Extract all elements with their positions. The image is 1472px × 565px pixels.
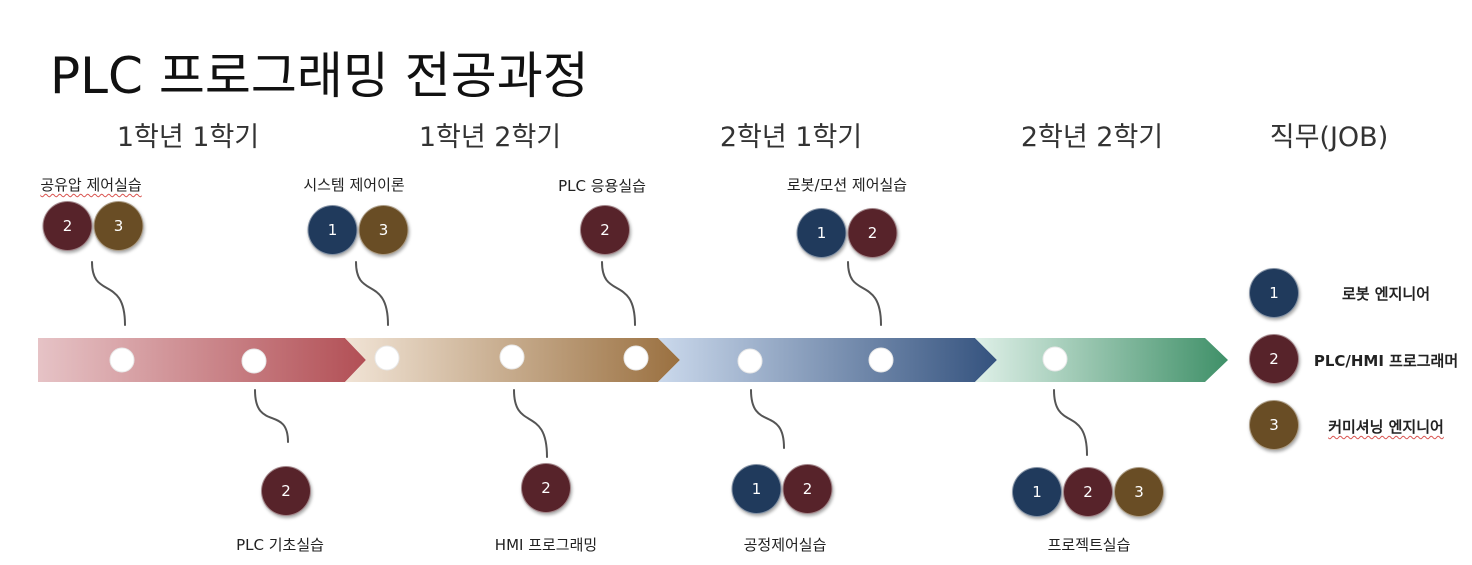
job-badge-3: 3 — [358, 205, 409, 255]
page-title: PLC 프로그래밍 전공과정 — [50, 47, 589, 105]
course-dot — [241, 348, 267, 374]
course-label-system-control: 시스템 제어이론 — [303, 176, 405, 194]
semester-1-2: 1학년 2학기 — [418, 122, 562, 153]
job-header: 직무(JOB) — [1269, 122, 1389, 153]
course-label-plc-applied: PLC 응용실습 — [558, 177, 646, 195]
arrow-segment-1 — [38, 338, 366, 382]
job-badge-1: 1 — [731, 464, 782, 514]
badge-group: 2 — [521, 463, 571, 513]
semester-1-1: 1학년 1학기 — [116, 122, 260, 153]
connector-bottom — [254, 389, 289, 443]
connector-top — [847, 261, 882, 326]
course-dot — [1042, 346, 1068, 372]
job-badge-2: 2 — [521, 463, 571, 513]
job-badge-2: 2 — [1063, 467, 1113, 517]
badge-group: 1 3 — [307, 205, 409, 255]
course-label-pneumatic: 공유압 제어실습 — [40, 176, 142, 194]
course-label-process-control: 공정제어실습 — [743, 536, 827, 554]
course-dot — [868, 347, 894, 373]
course-label-plc-basic: PLC 기초실습 — [236, 536, 324, 554]
legend-label-commissioning-engineer: 커미셔닝 엔지니어 — [1328, 418, 1444, 436]
connector-bottom — [750, 389, 785, 449]
semester-2-1: 2학년 1학기 — [719, 122, 863, 153]
course-dot — [374, 345, 400, 371]
arrow-segment-4 — [975, 338, 1228, 382]
job-badge-2: 2 — [847, 208, 898, 258]
job-badge-2: 2 — [782, 464, 833, 514]
job-badge-2: 2 — [42, 201, 93, 251]
legend-badge-3: 3 — [1249, 400, 1299, 450]
course-dot — [109, 347, 135, 373]
connector-top — [91, 261, 126, 326]
badge-group: 1 2 — [796, 208, 898, 258]
legend-badge-2: 2 — [1249, 334, 1299, 384]
connector-bottom — [513, 389, 548, 458]
course-label-hmi: HMI 프로그래밍 — [494, 536, 598, 554]
job-badge-3: 3 — [93, 201, 144, 251]
legend-badge-1: 1 — [1249, 268, 1299, 318]
job-badge-1: 1 — [307, 205, 358, 255]
connector-top — [601, 261, 636, 326]
course-dot — [737, 348, 763, 374]
badge-group: 1 2 — [731, 464, 833, 514]
badge-group: 1 2 3 — [1012, 467, 1164, 517]
legend-label-plc-hmi-programmer: PLC/HMI 프로그래머 — [1313, 352, 1459, 370]
course-dot — [623, 345, 649, 371]
legend-label-robot-engineer: 로봇 엔지니어 — [1341, 285, 1431, 303]
course-label-robot-motion: 로봇/모션 제어실습 — [786, 176, 908, 194]
semester-2-2: 2학년 2학기 — [1020, 122, 1164, 153]
badge-group: 2 3 — [42, 201, 144, 251]
arrow-segment-3 — [658, 338, 997, 382]
badge-group: 2 — [580, 205, 630, 255]
job-badge-1: 1 — [796, 208, 847, 258]
job-badge-1: 1 — [1012, 467, 1062, 517]
job-badge-2: 2 — [580, 205, 630, 255]
connector-bottom — [1053, 389, 1088, 456]
job-badge-2: 2 — [261, 466, 311, 516]
badge-group: 2 — [261, 466, 311, 516]
course-dot — [499, 344, 525, 370]
connector-top — [355, 261, 389, 326]
job-badge-3: 3 — [1114, 467, 1164, 517]
course-label-project: 프로젝트실습 — [1047, 536, 1131, 554]
